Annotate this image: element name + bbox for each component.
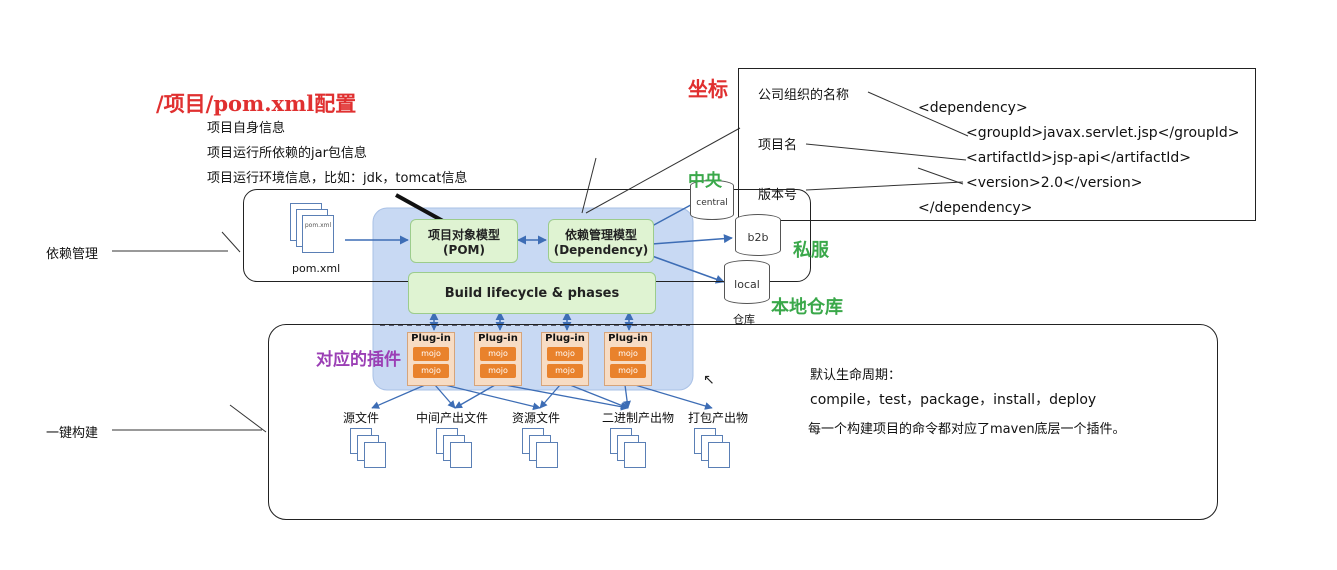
xml-line-5: </dependency> [918,200,1033,216]
mojo-label: mojo [480,364,516,378]
lifecycle-phases: compile，test，package，install，deploy [810,392,1097,408]
mojo-label: mojo [610,364,646,378]
coordinates-label: 坐标 [688,77,728,101]
mojo-label: mojo [413,364,449,378]
dependency-model-sub: (Dependency) [553,242,649,257]
intermediate-files-icon [436,428,486,476]
output-label-binary: 二进制产出物 [602,411,675,425]
pom-file-label: pom.xml [292,262,341,275]
pom-model-title: 项目对象模型 [427,227,500,242]
mojo-label: mojo [547,347,583,361]
version-label: 版本号 [758,188,798,203]
pom-model-box: 项目对象模型 (POM) [410,219,518,263]
lifecycle-heading: 默认生命周期： [810,368,902,383]
xml-line-4: <version>2.0</version> [966,175,1143,191]
mouse-cursor-icon: ↖ [703,372,715,388]
mojo-label: mojo [610,347,646,361]
central-repo-note: 中央 [688,171,722,191]
local-repo-icon: local [724,260,770,304]
plugin-3: Plug-in mojo mojo [541,332,589,386]
b2b-repo-icon: b2b [735,214,781,256]
private-repo-note: 私服 [793,240,829,261]
plugin-4: Plug-in mojo mojo [604,332,652,386]
mojo-label: mojo [413,347,449,361]
resource-files-icon [522,428,572,476]
info-line-1: 项目自身信息 [207,121,286,136]
dependency-mgmt-label: 依赖管理 [46,247,99,262]
output-label-package: 打包产出物 [688,411,749,425]
info-line-3: 项目运行环境信息，比如：jdk，tomcat信息 [207,171,468,186]
xml-line-1: <dependency> [918,100,1028,116]
xml-line-2: <groupId>javax.servlet.jsp</groupId> [966,125,1240,141]
central-repo-icon: central [690,180,734,220]
page-title: /项目/pom.xml配置 [156,91,357,116]
project-name-label: 项目名 [758,138,798,153]
plugins-annotation: 对应的插件 [316,350,401,370]
lifecycle-description: 每一个构建项目的命令都对应了maven底层一个插件。 [808,422,1126,437]
lifecycle-box: Build lifecycle & phases [408,272,656,314]
binary-files-icon [610,428,660,476]
build-section [268,324,1218,520]
plugin-1: Plug-in mojo mojo [407,332,455,386]
output-label-source: 源文件 [343,411,380,425]
coordinates-box [738,68,1256,221]
mojo-label: mojo [547,364,583,378]
output-label-intermediate: 中间产出文件 [416,411,489,425]
local-repo-note: 本地仓库 [771,297,843,318]
package-files-icon [694,428,744,476]
plugin-2: Plug-in mojo mojo [474,332,522,386]
local-repo-caption: 仓库 [733,313,755,326]
one-click-build-label: 一键构建 [46,426,99,441]
info-line-2: 项目运行所依赖的jar包信息 [207,146,367,161]
source-files-icon [350,428,400,476]
xml-line-3: <artifactId>jsp-api</artifactId> [966,150,1191,166]
dependency-model-box: 依赖管理模型 (Dependency) [548,219,654,263]
mojo-label: mojo [480,347,516,361]
group-name-label: 公司组织的名称 [758,88,850,103]
pom-model-sub: (POM) [443,242,485,257]
pom-file-icon: pom.xml [290,203,340,259]
dependency-model-title: 依赖管理模型 [564,227,637,242]
output-label-resource: 资源文件 [512,411,561,425]
